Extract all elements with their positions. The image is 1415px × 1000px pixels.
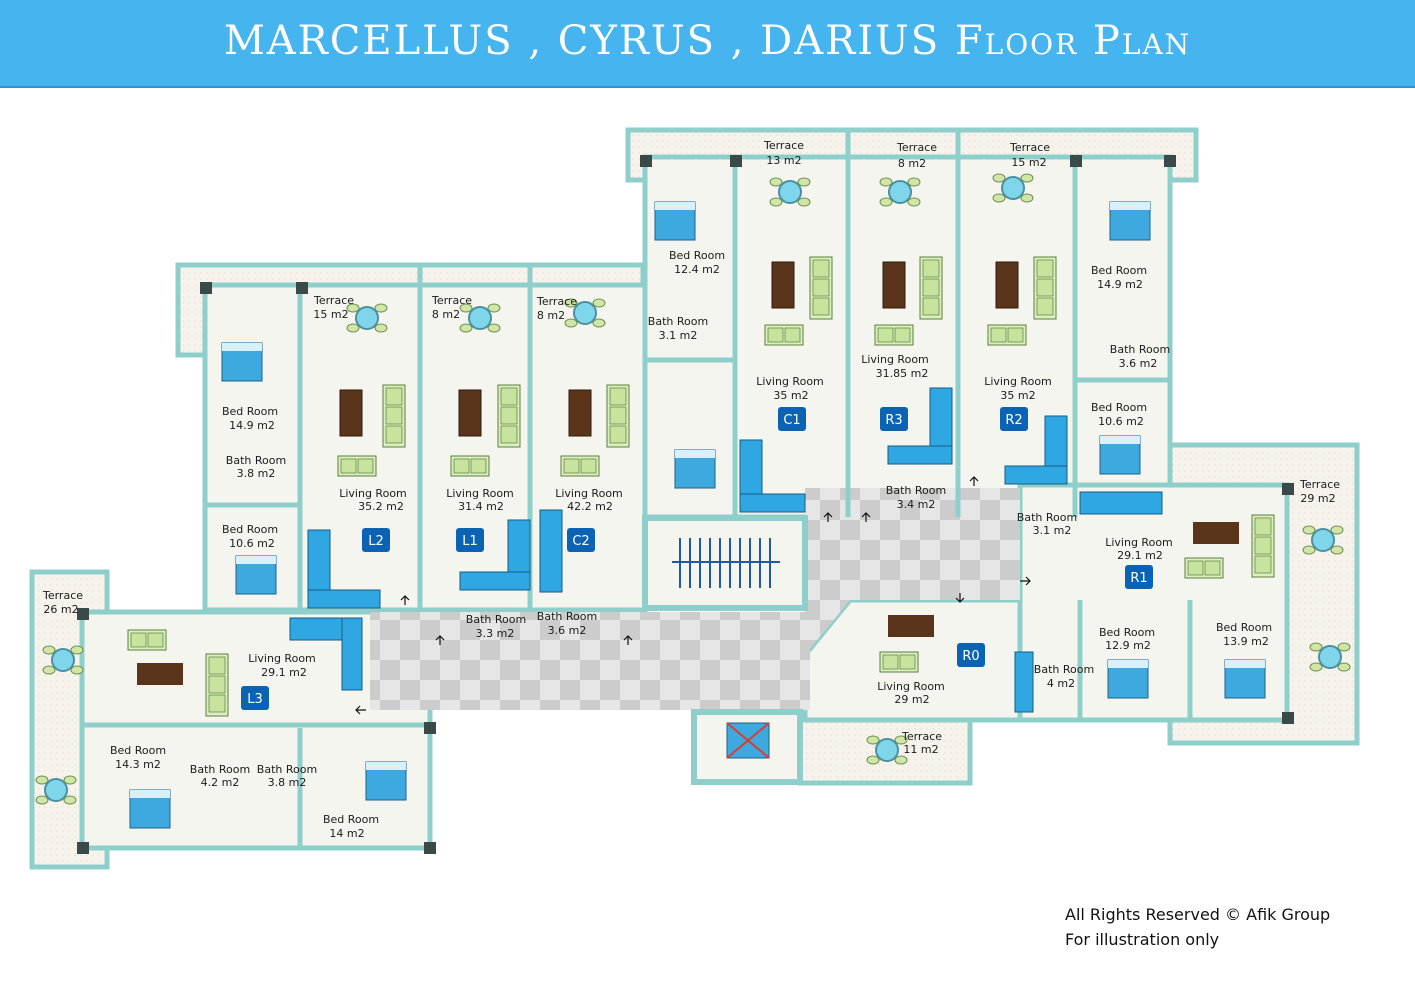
copyright-text: All Rights Reserved © Afik Group: [1065, 905, 1331, 924]
room-area: 3.3 m2: [476, 627, 515, 640]
room-name: Terrace: [1299, 478, 1340, 491]
room-name: Bath Room: [537, 610, 597, 623]
room-name: Bath Room: [886, 484, 946, 497]
room-name: Bath Room: [1110, 343, 1170, 356]
room-area: 14.3 m2: [115, 758, 161, 771]
room-name: Bed Room: [222, 523, 278, 536]
room-name: Bath Room: [1034, 663, 1094, 676]
room-name: Bath Room: [226, 454, 286, 467]
unit-badge-r0: R0: [957, 643, 985, 667]
room-area: 13 m2: [766, 154, 801, 167]
room-name: Living Room: [339, 487, 407, 500]
room-area: 3.6 m2: [1119, 357, 1158, 370]
room-area: 29 m2: [894, 693, 929, 706]
unit-badge-r3: R3: [880, 407, 908, 431]
svg-text:L3: L3: [247, 692, 263, 707]
room-name: Bath Room: [1017, 511, 1077, 524]
svg-text:L1: L1: [462, 534, 478, 549]
room-area: 26 m2: [43, 603, 78, 616]
room-name: Bath Room: [648, 315, 708, 328]
room-area: 8 m2: [898, 157, 926, 170]
room-area: 31.4 m2: [458, 500, 504, 513]
room-area: 29 m2: [1300, 492, 1335, 505]
room-area: 35.2 m2: [358, 500, 404, 513]
room-area: 31.85 m2: [876, 367, 929, 380]
room-area: 3.6 m2: [548, 624, 587, 637]
room-name: Living Room: [446, 487, 514, 500]
room-name: Bed Room: [669, 249, 725, 262]
room-name: Living Room: [756, 375, 824, 388]
room-name: Terrace: [431, 294, 472, 307]
room-name: Bath Room: [190, 763, 250, 776]
room-area: 12.9 m2: [1105, 639, 1151, 652]
room-area: 29.1 m2: [1117, 549, 1163, 562]
room-name: Bed Room: [323, 813, 379, 826]
room-area: 14.9 m2: [1097, 278, 1143, 291]
room-name: Bed Room: [222, 405, 278, 418]
room-area: 8 m2: [537, 309, 565, 322]
room-area: 10.6 m2: [229, 537, 275, 550]
room-area: 29.1 m2: [261, 666, 307, 679]
room-area: 35 m2: [1000, 389, 1035, 402]
room-name: Living Room: [555, 487, 623, 500]
room-area: 35 m2: [773, 389, 808, 402]
svg-text:L2: L2: [368, 534, 384, 549]
room-area: 4.2 m2: [201, 776, 240, 789]
room-name: Living Room: [248, 652, 316, 665]
unit-badge-r2: R2: [1000, 407, 1028, 431]
unit-badge-l3: L3: [241, 686, 269, 710]
unit-badge-c2: C2: [567, 528, 595, 552]
room-area: 14.9 m2: [229, 419, 275, 432]
room-name: Terrace: [1009, 141, 1050, 154]
room-name: Bed Room: [1091, 401, 1147, 414]
title-banner: MARCELLUS , CYRUS , DARIUS Floor Plan: [0, 0, 1415, 88]
footer-notice: All Rights Reserved © Afik Group For ill…: [1065, 902, 1330, 952]
unit-badge-l1: L1: [456, 528, 484, 552]
svg-text:R1: R1: [1130, 571, 1147, 586]
room-name: Bed Room: [110, 744, 166, 757]
room-area: 3.8 m2: [268, 776, 307, 789]
room-area: 15 m2: [313, 308, 348, 321]
unit-badge-l2: L2: [362, 528, 390, 552]
room-area: 12.4 m2: [674, 263, 720, 276]
room-name: Terrace: [42, 589, 83, 602]
room-area: 3.1 m2: [1033, 524, 1072, 537]
svg-text:R2: R2: [1005, 413, 1022, 428]
room-name: Living Room: [984, 375, 1052, 388]
room-area: 11 m2: [903, 743, 938, 756]
room-area: 13.9 m2: [1223, 635, 1269, 648]
room-area: 4 m2: [1047, 677, 1075, 690]
room-name: Terrace: [901, 730, 942, 743]
room-name: Bath Room: [466, 613, 526, 626]
room-name: Terrace: [536, 295, 577, 308]
room-name: Bath Room: [257, 763, 317, 776]
unit-badge-r1: R1: [1125, 565, 1153, 589]
illustration-note: For illustration only: [1065, 930, 1220, 949]
svg-text:R3: R3: [885, 413, 902, 428]
room-area: 3.4 m2: [897, 498, 936, 511]
room-area: 14 m2: [329, 827, 364, 840]
room-area: 15 m2: [1011, 156, 1046, 169]
room-area: 42.2 m2: [567, 500, 613, 513]
svg-text:C1: C1: [783, 413, 800, 428]
unit-badge-c1: C1: [778, 407, 806, 431]
room-name: Terrace: [313, 294, 354, 307]
room-name: Bed Room: [1091, 264, 1147, 277]
svg-text:R0: R0: [962, 649, 979, 664]
room-name: Terrace: [763, 139, 804, 152]
svg-text:C2: C2: [572, 534, 589, 549]
room-area: 3.8 m2: [237, 467, 276, 480]
room-area: 3.1 m2: [659, 329, 698, 342]
room-name: Terrace: [896, 141, 937, 154]
page-title: MARCELLUS , CYRUS , DARIUS Floor Plan: [223, 18, 1192, 64]
room-name: Living Room: [861, 353, 929, 366]
room-name: Living Room: [877, 680, 945, 693]
room-name: Living Room: [1105, 536, 1173, 549]
room-area: 8 m2: [432, 308, 460, 321]
room-name: Bed Room: [1099, 626, 1155, 639]
room-name: Bed Room: [1216, 621, 1272, 634]
room-area: 10.6 m2: [1098, 415, 1144, 428]
